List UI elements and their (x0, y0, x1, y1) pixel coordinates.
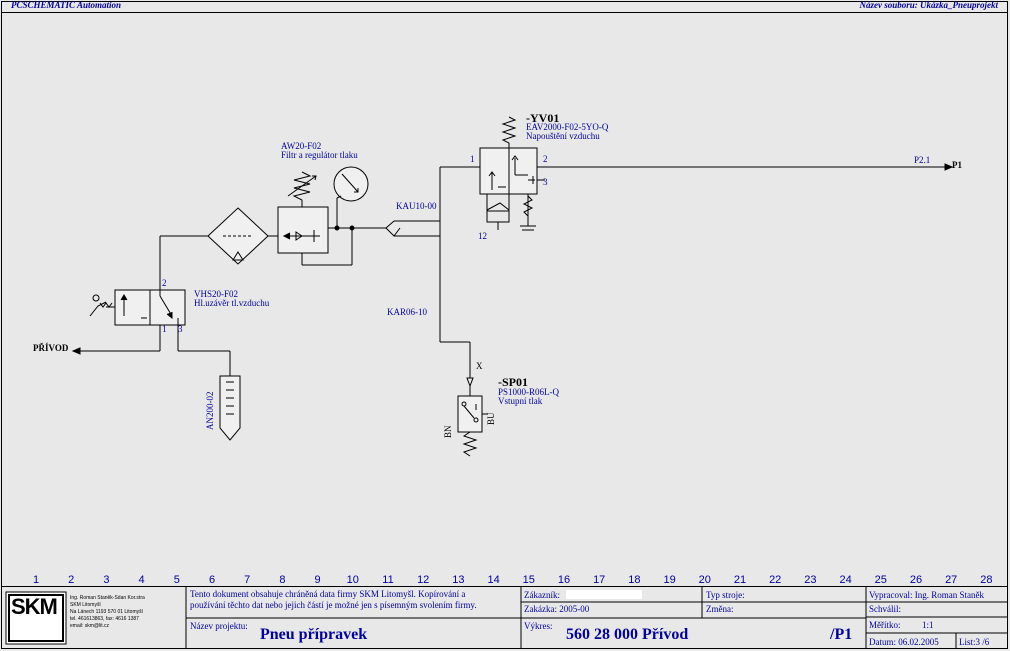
an200-label: AN200-02 (205, 391, 215, 431)
column-number: 25 (874, 574, 887, 586)
sp01-desc: Vstupní tlak (498, 396, 543, 406)
customer-label: Zákazník: (524, 590, 560, 600)
p2-1-label: P2.1 (914, 155, 931, 165)
column-number: 17 (593, 574, 606, 586)
pneumatic-lines (71, 163, 954, 396)
sp01-code: PS1000-R06L-Q (498, 387, 560, 397)
company-line: Na Lánech 1193 570 01 Litomyšl (70, 609, 143, 615)
notice-line-2: používání těchto dat nebo jejich částí j… (190, 600, 477, 610)
sp01-bu: BU (486, 412, 496, 425)
drawing-label: Výkres: (524, 621, 553, 631)
column-number: 1 (32, 574, 40, 586)
column-number: 24 (839, 574, 852, 586)
column-number: 11 (382, 574, 394, 586)
company-line: SKM Litomyšl (70, 602, 101, 608)
column-number: 7 (244, 574, 251, 586)
kar-hose-label: KAR06-10 (387, 307, 427, 317)
change-label: Změna: (706, 604, 734, 614)
column-number: 27 (945, 574, 958, 586)
vhs-code: VHS20-F02 (194, 289, 239, 299)
column-number: 4 (138, 574, 145, 586)
valve-yv01-symbol (479, 116, 545, 231)
sp01-bn: BN (443, 425, 453, 438)
column-number: 3 (103, 574, 110, 586)
column-number: 6 (208, 574, 216, 586)
yv01-port-12: 12 (478, 231, 487, 241)
column-number: 10 (346, 574, 359, 586)
aw20-desc: Filtr a regulátor tlaku (281, 150, 358, 160)
column-number: 9 (314, 574, 321, 586)
column-number: 12 (417, 574, 430, 586)
filter-regulator-aw20-symbol (207, 166, 369, 265)
order-number: Zakázka: 2005-00 (524, 604, 590, 614)
yv01-desc: Napouštění vzduchu (526, 131, 600, 141)
approved-by: Schválil: (869, 604, 901, 614)
pressure-switch-sp01-symbol (457, 395, 488, 457)
project-name: Pneu přípravek (260, 626, 368, 643)
column-number: 26 (909, 574, 923, 586)
company-address: Ing. Roman Staněk-Sdan Kor.stra SKM Lito… (70, 595, 145, 630)
yv01-tag: -YV01 (526, 111, 560, 125)
column-number: 13 (452, 574, 465, 586)
column-number: 22 (769, 574, 782, 586)
yv01-port-2: 2 (543, 154, 548, 164)
company-line: email: skm@lit.cz (70, 623, 109, 629)
title-block-grid (185, 587, 1008, 649)
app-title: PCSCHEMATIC Automation (11, 0, 121, 10)
project-label: Název projektu: (190, 621, 248, 631)
vhs-port-1: 1 (162, 324, 167, 334)
column-number: 19 (663, 574, 676, 586)
drawing-name: 560 28 000 Přívod (566, 626, 689, 643)
vhs-port-2: 2 (162, 278, 167, 288)
drawing-page: /P1 (830, 626, 853, 643)
column-number: 15 (522, 574, 535, 586)
column-number: 16 (557, 574, 571, 586)
scale-label: Měřítko: (869, 620, 901, 630)
yv01-port-3: 3 (543, 177, 548, 187)
column-number: 2 (68, 574, 75, 586)
aw20-code: AW20-F02 (281, 141, 322, 151)
file-name: Název souboru: Ukázka_Pneuprojekt (859, 0, 998, 10)
date: Datum: 06.02.2005 (869, 637, 939, 647)
column-number: 21 (733, 574, 747, 586)
column-number: 8 (279, 574, 286, 586)
valve-vhs20-symbol (89, 289, 186, 326)
vhs-desc: Hl.uzávěr tl.vzduchu (194, 298, 270, 308)
company-logo-text: SKM (11, 594, 58, 619)
sheet-number: List:3 /6 (959, 637, 990, 647)
column-number: 20 (698, 574, 711, 586)
privod-label: PŘÍVOD (33, 343, 69, 353)
company-line: Ing. Roman Staněk-Sdan Kor.stra (70, 595, 145, 601)
column-number: 5 (173, 574, 180, 586)
notice-line-1: Tento dokument obsahuje chráněná data fi… (190, 589, 466, 599)
kau-hose-label: KAU10-00 (396, 201, 437, 211)
scale-value: 1:1 (922, 620, 934, 630)
sp01-tag: -SP01 (498, 375, 528, 389)
column-number: 14 (487, 574, 500, 586)
column-number: 18 (628, 574, 641, 586)
vhs-port-3: 3 (178, 324, 183, 334)
column-number: 23 (804, 574, 817, 586)
skm-logo (5, 591, 67, 645)
yv01-port-1: 1 (470, 154, 475, 164)
yv01-code: EAV2000-F02-5YO-Q (526, 122, 609, 132)
p1-label: P1 (952, 160, 962, 170)
column-number: 28 (980, 574, 993, 586)
sp01-port-x: X (476, 361, 483, 371)
drawn-by: Vypracoval: Ing. Roman Staněk (869, 590, 984, 600)
machine-type: Typ stroje: (706, 590, 745, 600)
company-line: tel. 461613863, fax: 4616 1387 (70, 616, 139, 622)
silencer-an200-symbol (219, 375, 241, 441)
